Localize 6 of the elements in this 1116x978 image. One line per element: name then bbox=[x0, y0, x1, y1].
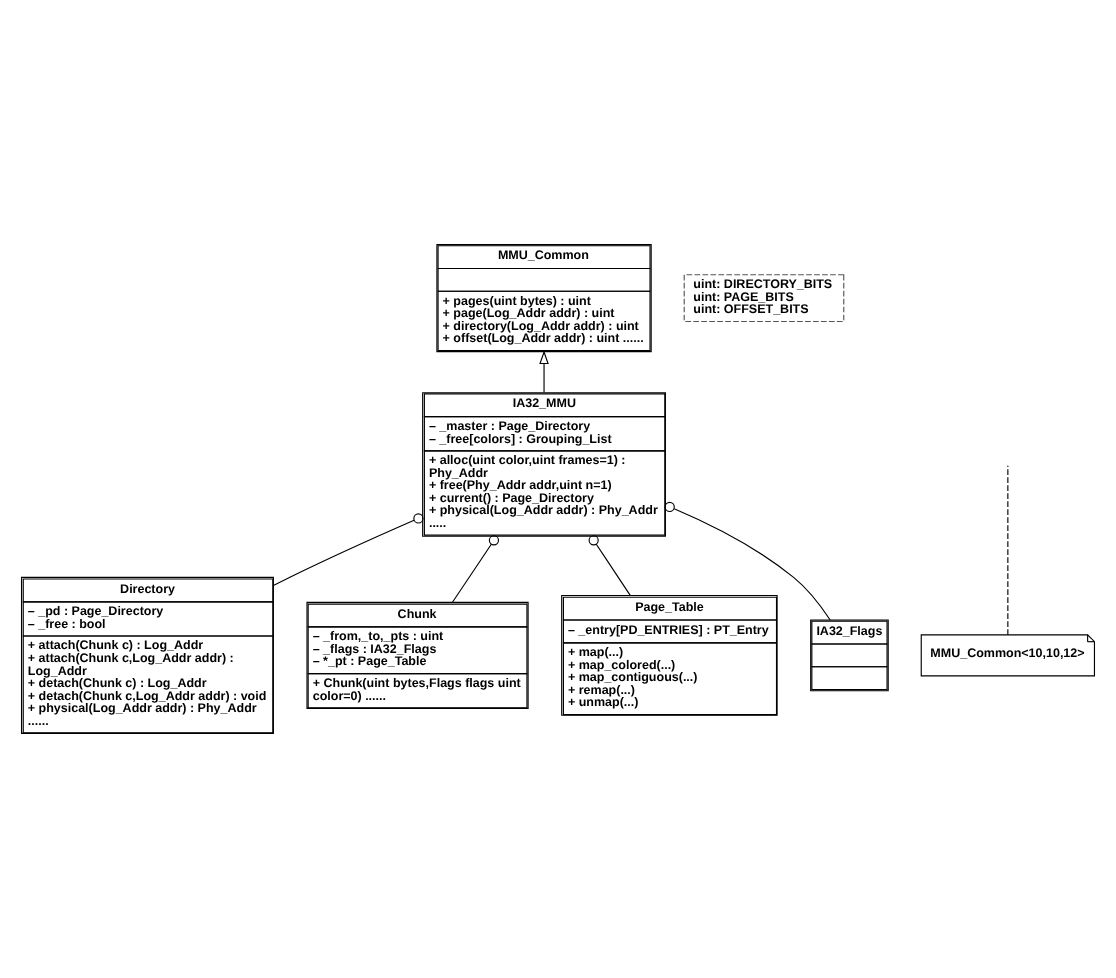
connector bbox=[451, 535, 500, 603]
connector bbox=[1007, 465, 1009, 636]
connector bbox=[664, 501, 831, 621]
connector bbox=[272, 513, 424, 587]
arrow bbox=[539, 350, 549, 393]
connector bbox=[588, 535, 631, 596]
